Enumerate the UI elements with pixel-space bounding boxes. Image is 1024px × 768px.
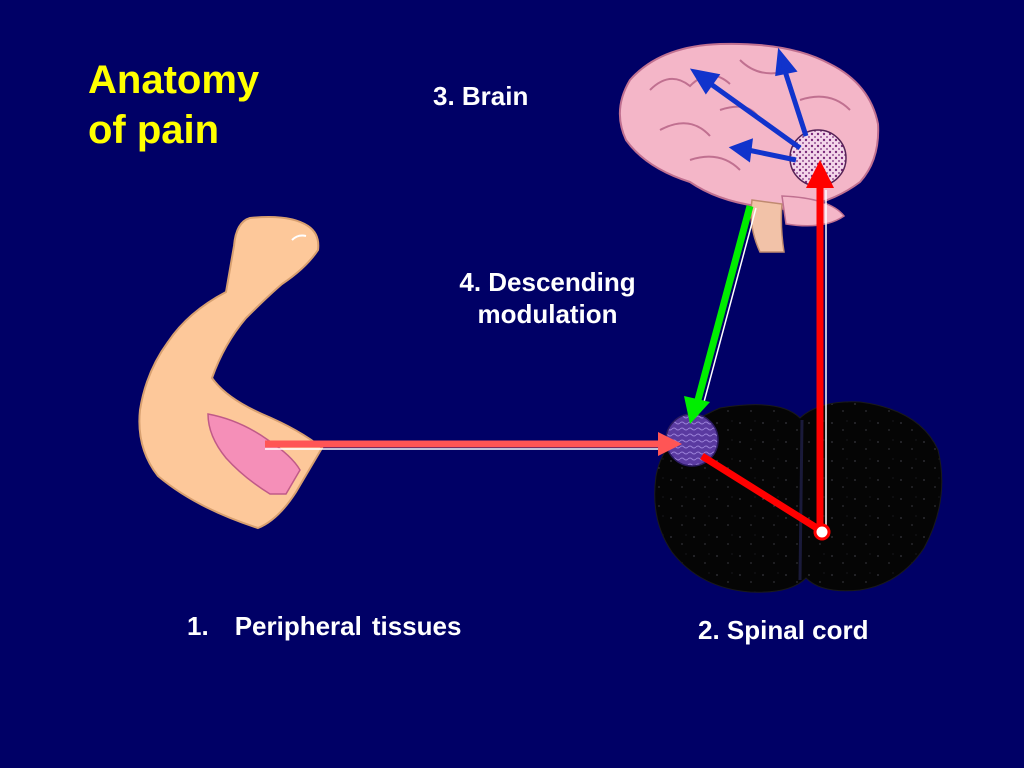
label-brain: 3. Brain (433, 81, 529, 111)
arm-illustration (138, 216, 324, 530)
label-descending-modulation: 4. Descending modulation (430, 266, 665, 330)
brainstem (750, 199, 785, 253)
slide-title: Anatomy of pain (88, 55, 259, 155)
title-line-1: Anatomy (88, 58, 260, 102)
peripheral-nerve-arrow (265, 432, 682, 456)
label-spinal-cord: 2. Spinal cord (698, 615, 869, 645)
brain-illustration (618, 42, 880, 253)
title-line-2: of pain (88, 108, 220, 152)
ascending-pathway-arrow (700, 160, 834, 541)
cortical-projection-arrows (689, 47, 809, 163)
spinal-cord-cross-section (654, 401, 943, 593)
label-descending-line-2: modulation (477, 299, 618, 329)
label-peripheral-word-2: tissues (371, 611, 462, 641)
label-descending-line-1: 4. Descending (459, 267, 636, 297)
label-peripheral-number: 1. (187, 611, 209, 641)
descending-modulation-arrow (684, 205, 757, 424)
label-peripheral-tissues: 1. Peripheral tissues (187, 610, 461, 642)
label-peripheral-word-1: Peripheral (234, 611, 362, 641)
cerebellum (781, 195, 846, 227)
muscle-illustration (207, 413, 301, 495)
